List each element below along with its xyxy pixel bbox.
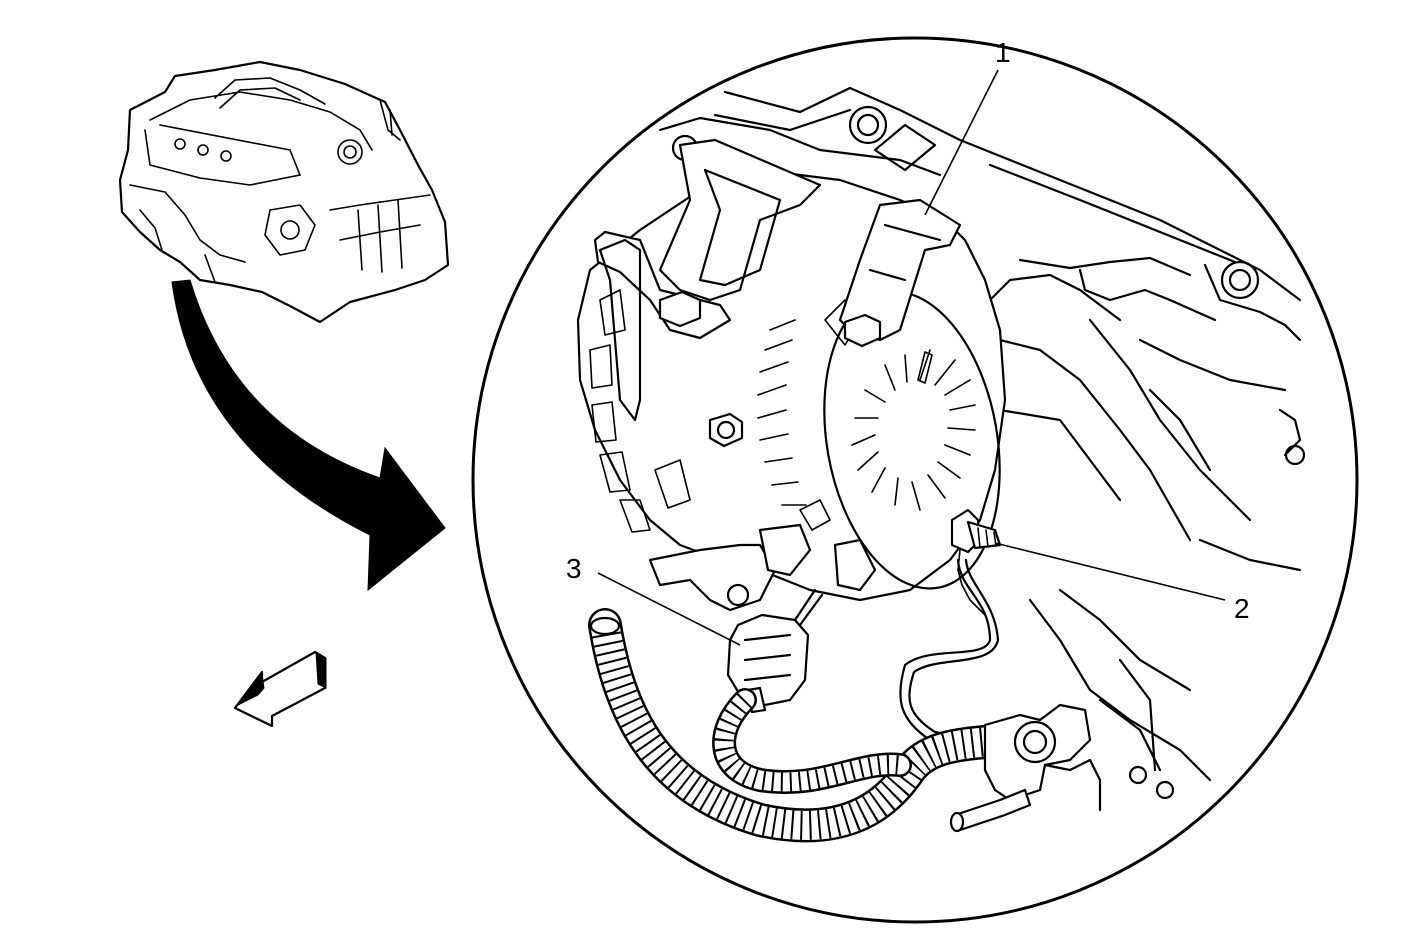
generator [576, 138, 1007, 612]
battery-terminal-stud [950, 508, 1002, 616]
callout-3-leader [597, 572, 741, 646]
callout-2-label: 2 [1234, 593, 1250, 624]
end-cover-vents [851, 349, 976, 511]
callout-1-label: 1 [995, 37, 1011, 68]
stator-fins [757, 299, 861, 531]
front-housing-fins [589, 289, 691, 533]
harness-fitting [949, 703, 1102, 833]
callout-1-leader [924, 69, 999, 216]
engine-locator-icon [118, 60, 450, 324]
wiring-harness [588, 608, 1002, 843]
callout-2-leader [994, 542, 1226, 601]
regulator-connector [726, 588, 824, 714]
callout-3-label: 3 [566, 553, 582, 584]
pointer-arrow-icon [171, 279, 446, 592]
front-direction-arrow-icon [233, 650, 327, 728]
engine-background [658, 86, 1306, 800]
